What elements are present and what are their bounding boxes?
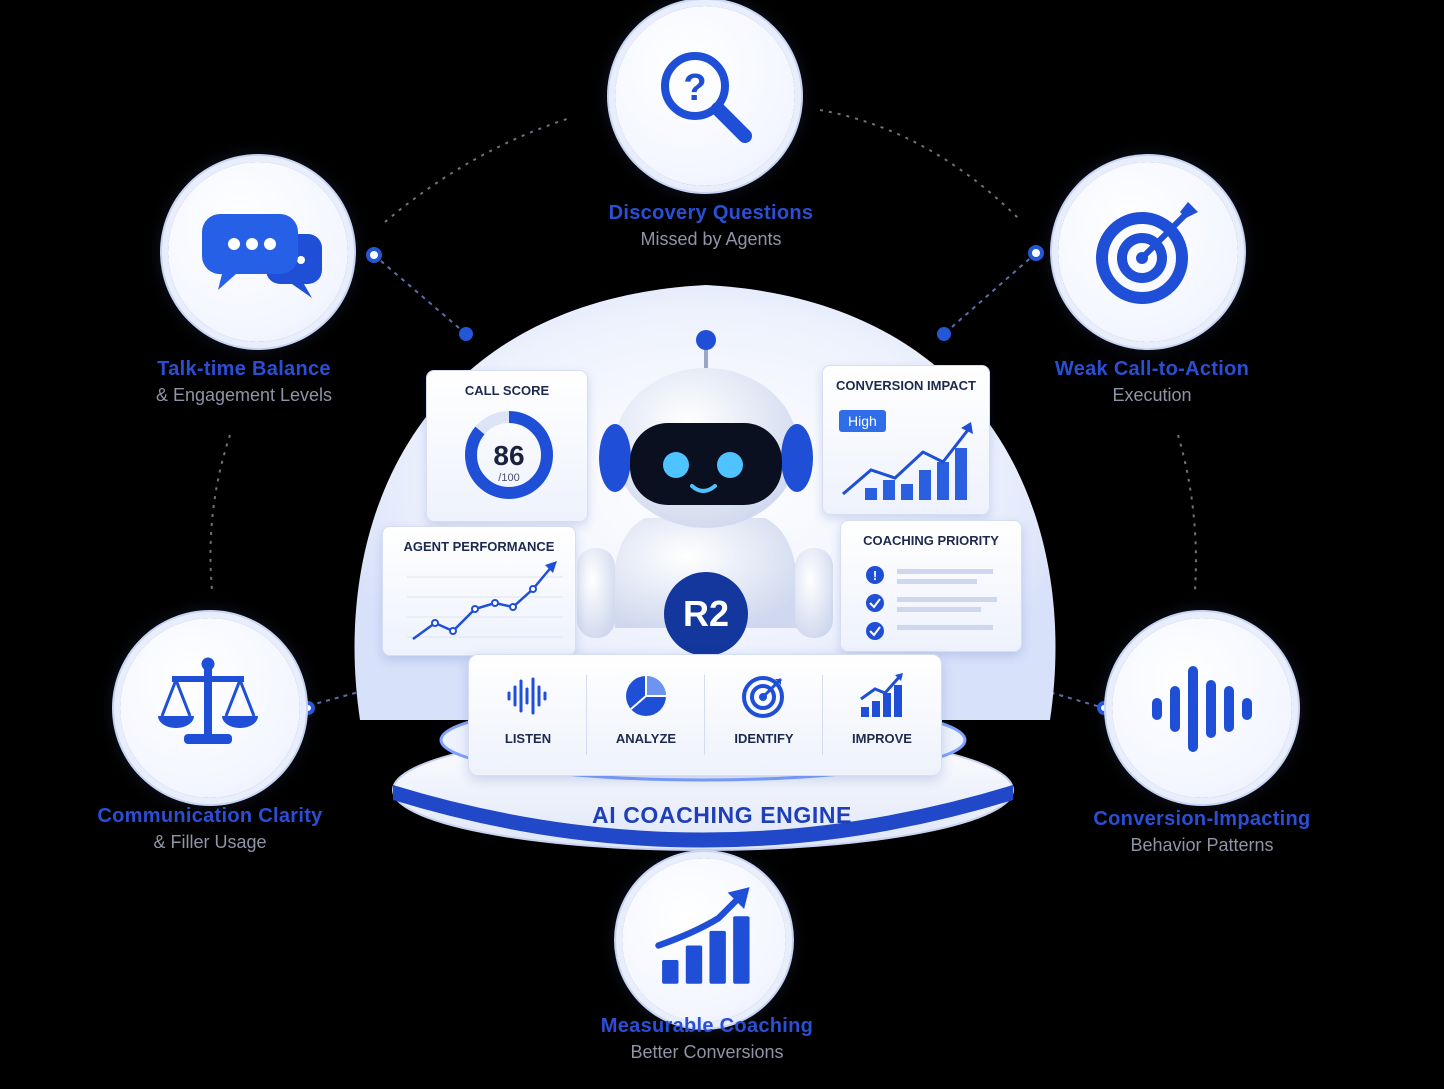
node-title: Conversion-Impacting bbox=[1093, 808, 1311, 830]
node-patterns-caption: Conversion-Impacting Behavior Patterns bbox=[1032, 808, 1372, 856]
agent-performance-title: AGENT PERFORMANCE bbox=[403, 539, 555, 554]
sound-wave-icon bbox=[1152, 666, 1252, 752]
node-title: Talk-time Balance bbox=[157, 358, 331, 380]
bar-growth-icon bbox=[860, 673, 903, 717]
node-talktime-caption: Talk-time Balance & Engagement Levels bbox=[74, 358, 414, 406]
call-score-card: CALL SCORE 86 /100 bbox=[426, 370, 588, 522]
call-score-max: /100 bbox=[498, 472, 519, 484]
engine-label: AI COACHING ENGINE bbox=[592, 802, 852, 828]
coaching-priority-card: COACHING PRIORITY ! bbox=[840, 520, 1022, 652]
conversion-impact-card: CONVERSION IMPACT High bbox=[822, 365, 990, 515]
chat-bubbles-icon bbox=[201, 214, 322, 298]
call-score-value: 86 bbox=[493, 440, 524, 471]
node-discovery-caption: Discovery Questions Missed by Agents bbox=[541, 202, 881, 250]
scale-icon bbox=[158, 657, 258, 744]
node-subtitle: Missed by Agents bbox=[640, 229, 782, 249]
node-clarity-caption: Communication Clarity & Filler Usage bbox=[40, 805, 380, 853]
node-measurable-caption: Measurable Coaching Better Conversions bbox=[537, 1015, 877, 1063]
step-analyze: ANALYZE bbox=[587, 655, 705, 775]
step-identify: IDENTIFY bbox=[705, 655, 823, 775]
magnifier-question-icon: ? bbox=[661, 52, 752, 143]
conversion-impact-title: CONVERSION IMPACT bbox=[836, 378, 976, 393]
pie-chart-icon bbox=[626, 676, 666, 716]
node-cta-caption: Weak Call-to-Action Execution bbox=[982, 358, 1322, 406]
process-steps-panel: LISTEN ANALYZE IDENTIFY bbox=[468, 654, 942, 776]
call-score-gauge: 86 /100 bbox=[465, 411, 553, 499]
step-label: IDENTIFY bbox=[734, 731, 794, 746]
step-label: ANALYZE bbox=[615, 731, 677, 746]
node-subtitle: Execution bbox=[1112, 385, 1192, 405]
conversion-impact-chart bbox=[842, 422, 973, 500]
step-improve: IMPROVE bbox=[823, 655, 941, 775]
step-listen: LISTEN bbox=[469, 655, 587, 775]
coaching-priority-list: ! bbox=[866, 566, 997, 640]
robot-mascot: R2 bbox=[577, 330, 833, 656]
node-talktime bbox=[168, 162, 348, 342]
node-measurable bbox=[622, 858, 786, 1022]
node-title: Discovery Questions bbox=[608, 202, 814, 224]
svg-text:?: ? bbox=[683, 67, 706, 109]
conversion-impact-badge: High bbox=[839, 410, 886, 432]
agent-performance-chart bbox=[407, 561, 563, 641]
call-score-title: CALL SCORE bbox=[464, 383, 550, 398]
node-discovery: ? bbox=[615, 6, 795, 186]
coaching-priority-title: COACHING PRIORITY bbox=[863, 533, 999, 548]
node-cta bbox=[1058, 162, 1238, 342]
node-subtitle: & Filler Usage bbox=[153, 832, 267, 852]
node-subtitle: & Engagement Levels bbox=[155, 385, 333, 405]
node-title: Communication Clarity bbox=[97, 805, 323, 827]
node-subtitle: Better Conversions bbox=[630, 1042, 784, 1062]
waveform-icon bbox=[507, 677, 547, 715]
node-title: Weak Call-to-Action bbox=[1054, 358, 1250, 380]
node-clarity bbox=[120, 618, 300, 798]
node-patterns bbox=[1112, 618, 1292, 798]
node-subtitle: Behavior Patterns bbox=[1130, 835, 1274, 855]
node-title: Measurable Coaching bbox=[600, 1015, 814, 1037]
robot-badge: R2 bbox=[683, 593, 729, 634]
target-arrow-icon bbox=[1096, 202, 1198, 304]
svg-text:!: ! bbox=[873, 568, 877, 583]
step-label: LISTEN bbox=[504, 731, 552, 746]
growth-chart-icon bbox=[655, 887, 750, 984]
agent-performance-card: AGENT PERFORMANCE bbox=[382, 526, 576, 656]
step-label: IMPROVE bbox=[852, 731, 912, 746]
target-icon bbox=[742, 676, 784, 718]
